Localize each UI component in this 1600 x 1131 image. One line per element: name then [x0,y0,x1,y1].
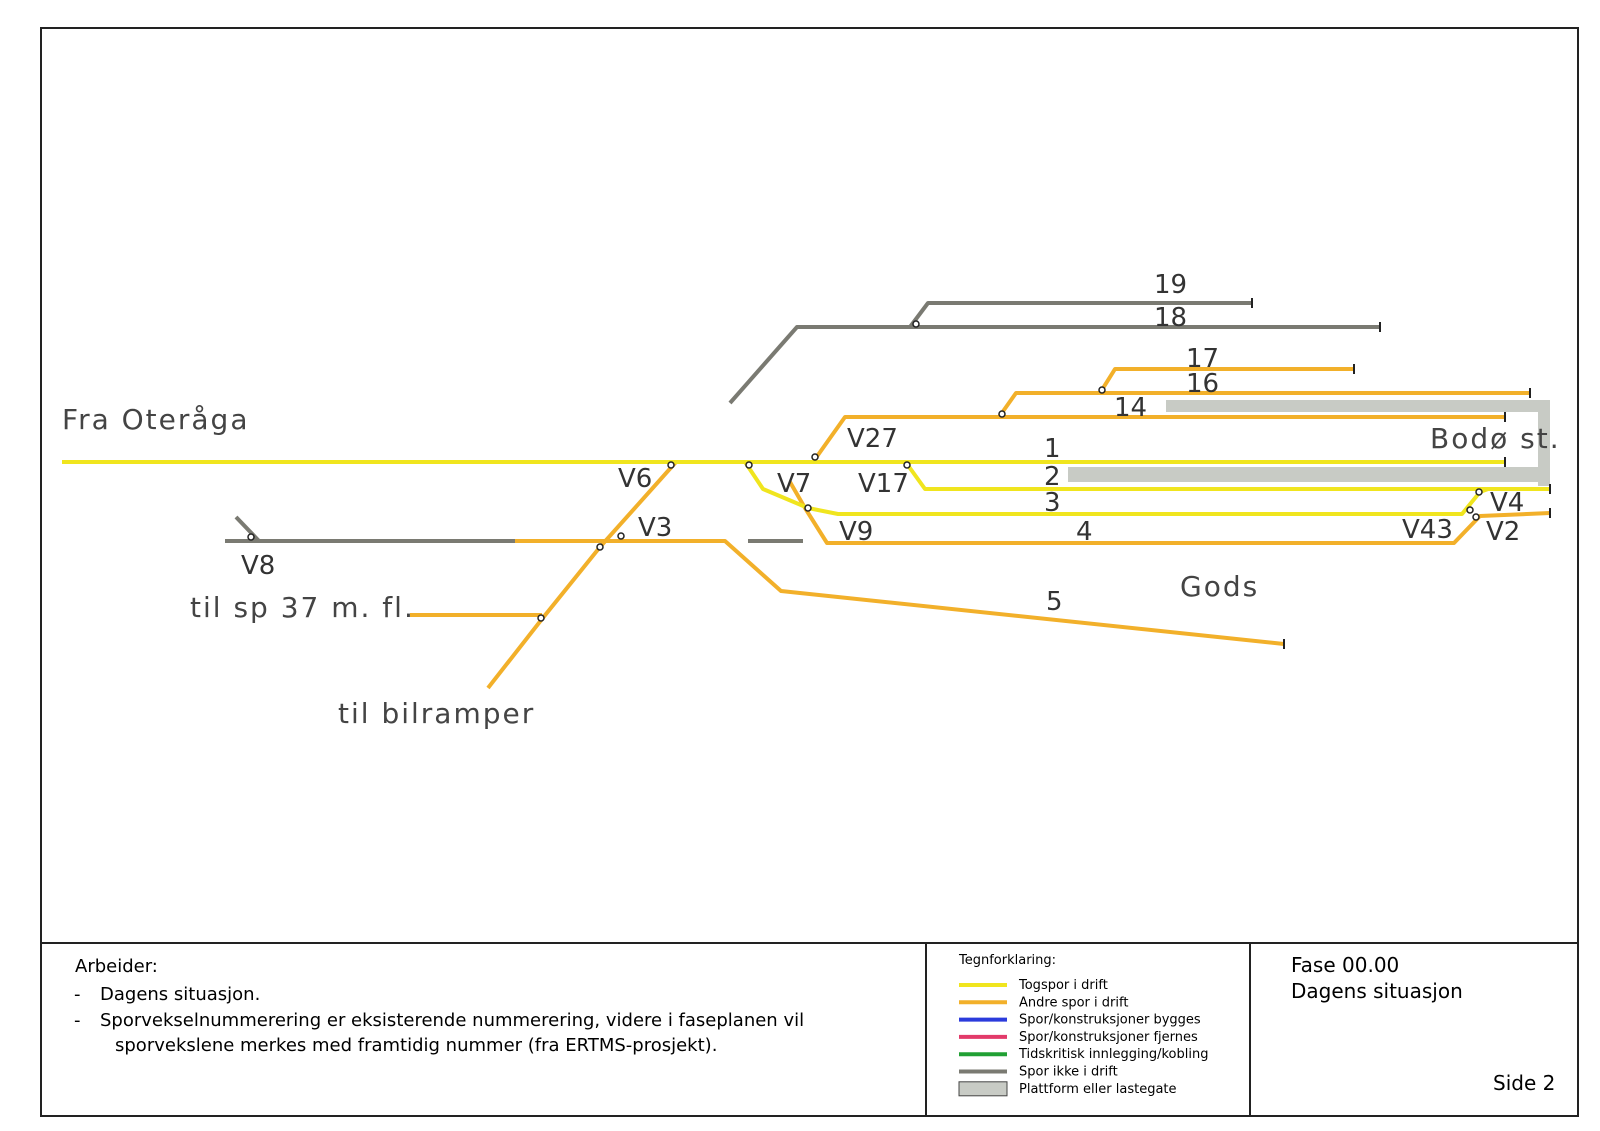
track-label-18: 18 [1154,303,1187,333]
notes-dash-1: - [74,984,81,1005]
track-18 [728,325,1380,405]
track-2 [905,462,1550,491]
track-v3-main [515,539,1285,646]
legend-label-4: Tidskritisk innlegging/kobling [1018,1047,1208,1062]
track-label-5: 5 [1046,587,1063,617]
track-v8-stub [234,515,261,543]
platform-lower [1068,467,1550,482]
switch-label-v2: V2 [1486,517,1520,547]
track-16 [997,391,1530,419]
switch-marker-v3b [596,543,604,551]
track-label-3: 3 [1044,488,1061,518]
platform-end [1538,400,1550,486]
freight-label: Gods [1180,570,1259,603]
from-label: Fra Oteråga [62,403,249,436]
switch-marker-v8 [247,533,255,541]
notes-heading: Arbeider: [75,956,158,977]
track-19 [908,301,1252,329]
notes-item-1: Dagens situasjon. [100,984,260,1005]
to-track37-label: til sp 37 m. fl. [190,591,415,624]
switch-label-v43: V43 [1402,515,1453,545]
switch-marker-v17 [903,461,911,469]
track-label-4: 4 [1076,517,1093,547]
switch-label-v3: V3 [638,513,672,543]
drawing-border [40,27,1579,1117]
legend-label-0: Togspor i drift [1018,978,1108,993]
notes-item-2: Sporvekselnummerering er eksisterende nu… [100,1010,804,1031]
switch-label-v7: V7 [777,469,811,499]
platform-upper [1166,400,1550,412]
buffer-stops [1251,298,1551,649]
switch-markers [247,320,1483,622]
phase-number: Fase 00.00 [1291,953,1399,977]
switch-marker-v2 [1472,513,1480,521]
track-label-16: 16 [1186,369,1219,399]
track-label-17: 17 [1186,344,1219,374]
track-label-1: 1 [1044,434,1061,464]
tracks-not-in-service [225,301,1380,543]
platforms [1068,400,1550,486]
track-label-2: 2 [1044,462,1061,492]
switch-labels: V27 V6 V7 V17 V3 V9 V8 V4 V43 V2 [241,424,1524,581]
switch-marker-v9 [804,504,812,512]
legend-swatch-6 [958,1081,1008,1097]
switch-marker-v4 [1475,488,1483,496]
switch-marker-v27 [811,453,819,461]
switch-marker-37 [537,614,545,622]
notes-block: Arbeider: - Dagens situasjon. - Sporveks… [74,956,804,1056]
legend-label-6: Plattform eller lastegate [1019,1082,1177,1097]
switch-marker-v7 [745,461,753,469]
switch-marker-16 [998,410,1006,418]
switch-marker-v6 [667,461,675,469]
track-17 [1098,367,1354,395]
track-label-19: 19 [1154,270,1187,300]
switch-label-v17: V17 [858,469,909,499]
track-to-ramps [486,460,678,690]
legend-label-2: Spor/konstruksjoner bygges [1019,1013,1201,1028]
other-tracks-in-service [410,367,1551,690]
notes-dash-2: - [74,1010,81,1031]
track-14 [811,415,1505,464]
switch-marker-17 [1098,386,1106,394]
legend-label-1: Andre spor i drift [1019,995,1128,1010]
switch-marker-19 [912,320,920,328]
switch-marker-v3 [617,532,625,540]
phase-block: Fase 00.00 Dagens situasjon Side 2 [1291,953,1555,1095]
track-label-14: 14 [1114,393,1147,423]
station-label: Bodø st. [1430,422,1561,455]
page-number: Side 2 [1493,1071,1555,1095]
switch-label-v27: V27 [847,424,898,454]
phase-title: Dagens situasjon [1291,979,1463,1003]
legend-label-3: Spor/konstruksjoner fjernes [1019,1030,1198,1045]
switch-label-v6: V6 [618,464,652,494]
track-number-labels: 19 18 17 16 14 1 2 3 4 5 [1044,270,1219,617]
switch-marker-v43 [1466,506,1474,514]
to-ramps-label: til bilramper [338,697,535,730]
notes-item-3: sporvekslene merkes med framtidig nummer… [115,1035,717,1056]
legend-label-5: Spor ikke i drift [1019,1065,1118,1080]
switch-label-v9: V9 [839,517,873,547]
place-labels: Fra Oteråga Bodø st. Gods til sp 37 m. f… [62,403,1561,730]
switch-label-v4: V4 [1490,488,1524,518]
legend-title: Tegnforklaring: [958,953,1056,968]
switch-label-v8: V8 [241,551,275,581]
